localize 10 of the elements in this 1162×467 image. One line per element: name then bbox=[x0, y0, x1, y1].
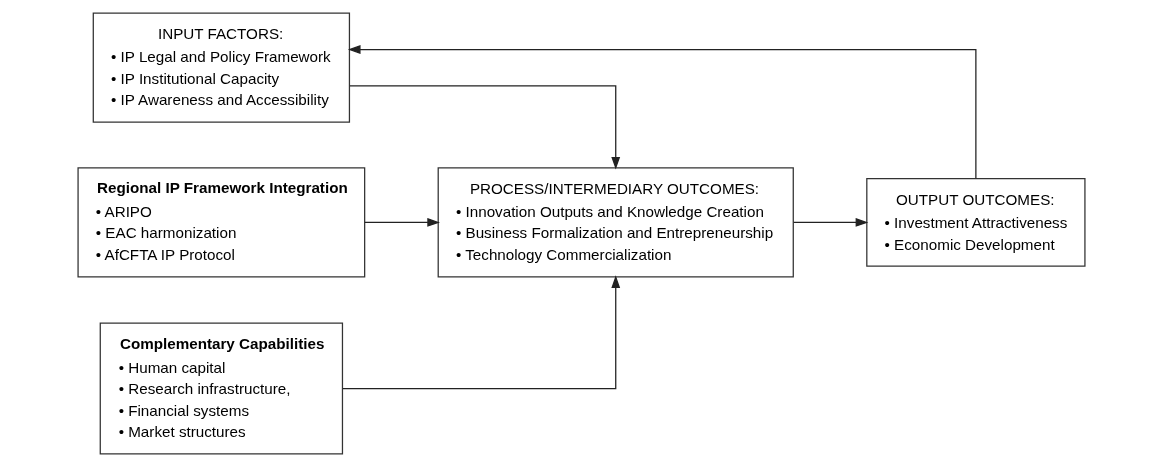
arrow bbox=[348, 85, 620, 170]
node-box: Regional IP Framework Integration • ARIPO • EAC harmonization • AfCFTA IP Protocol bbox=[76, 167, 365, 278]
node-box: PROCESS/INTERMEDIARY OUTCOMES: • Innovation Outputs and Knowledge Creation • Business Formalization and Entrepreneurship • Technology Commercialization bbox=[437, 167, 794, 278]
node-box: INPUT FACTORS: • IP Legal and Policy Framework • IP Institutional Capacity • IP Awareness and Accessibility bbox=[92, 12, 350, 123]
arrow bbox=[347, 45, 976, 179]
arrow bbox=[363, 217, 440, 227]
arrow bbox=[341, 275, 620, 390]
node-box: OUTPUT OUTCOMES: • Investment Attractiveness • Economic Development bbox=[865, 178, 1086, 267]
arrow bbox=[792, 217, 868, 227]
node-box: Complementary Capabilities • Human capital • Research infrastructure, • Financial systems • Market structures bbox=[99, 322, 343, 455]
